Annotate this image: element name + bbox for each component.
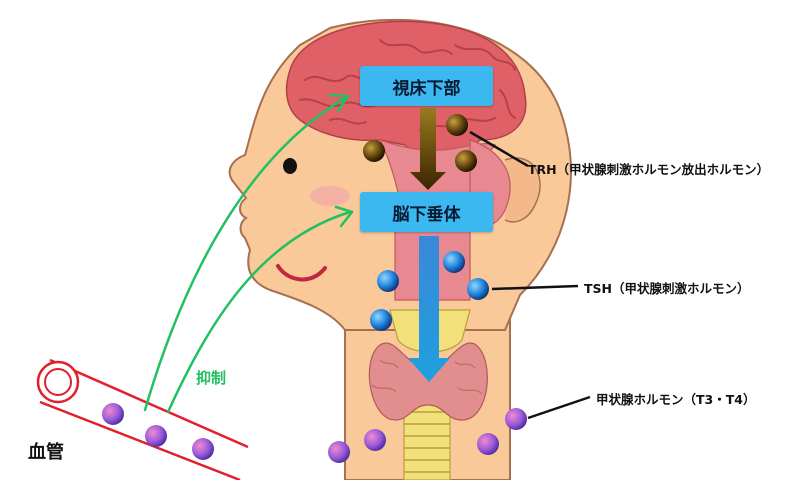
trh-particle [446,114,468,136]
tsh-particle [467,278,489,300]
thyroid-hormone-particle [102,403,124,425]
eye [283,158,297,174]
tsh-arrow [408,236,450,382]
tsh-particle [377,270,399,292]
thyroid-hormone-label: 甲状腺ホルモン（T3・T4） [596,392,756,407]
pituitary-label: 脳下垂体 [392,204,461,225]
inhibition-label: 抑制 [196,369,227,387]
trh-label: TRH（甲状腺刺激ホルモン放出ホルモン） [528,162,770,177]
hypothalamus-box: 視床下部 [360,66,493,106]
ear [504,157,541,223]
trh-particle [363,140,385,162]
thyroid-hormone-particle [192,438,214,460]
thyroid-texture [371,359,483,395]
cheek [310,186,350,206]
mouth [276,264,327,282]
tsh-label: TSH（甲状腺刺激ホルモン） [584,281,750,296]
thyroid-hormone-particle [328,441,350,463]
blood-vessel [36,358,249,480]
thyroid-hormone-particle [364,429,386,451]
tsh-particle [443,251,465,273]
feedback-arrows [143,93,354,414]
trachea [403,399,451,480]
hypothalamus-label: 視床下部 [392,78,461,99]
trh-arrow [410,108,446,190]
tsh-particle [370,309,392,331]
thyroid-hormone-particle [477,433,499,455]
thyroid-hormone-particle [145,425,167,447]
blood-vessel-label: 血管 [28,442,64,463]
thyroid-hormone-particle [505,408,527,430]
trh-particle [455,150,477,172]
pituitary-box: 脳下垂体 [360,192,493,232]
pointer-lines [469,130,591,420]
